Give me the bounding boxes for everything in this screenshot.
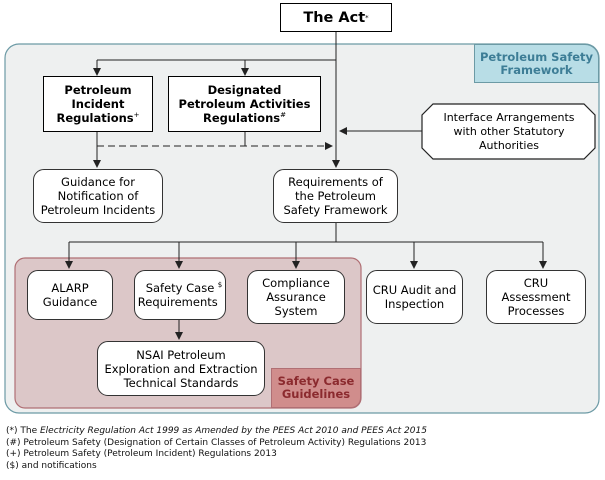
safety-case-requirements-text: Safety Case Requirements$ (138, 281, 222, 309)
footnote-act: (*) The Electricity Regulation Act 1999 … (6, 426, 427, 438)
footnote-act-prefix: (*) The (6, 426, 40, 436)
alarp-guidance-box: ALARP Guidance (27, 270, 113, 320)
act-box: The Act* (280, 3, 392, 32)
footnote-act-text: Electricity Regulation Act 1999 as Amend… (39, 426, 427, 436)
footnotes: (*) The Electricity Regulation Act 1999 … (6, 426, 427, 472)
footnote-notifications: ($) and notifications (6, 460, 97, 471)
interface-octagon (421, 103, 596, 160)
incident-regulations-label: Petroleum Incident Regulations (56, 83, 134, 125)
guidance-notification-box: Guidance for Notification of Petroleum I… (33, 169, 163, 223)
designated-regulations-text: Designated Petroleum Activities Regulati… (179, 83, 311, 125)
incident-regulations-box: Petroleum Incident Regulations+ (43, 76, 153, 132)
designated-regulations-label: Designated Petroleum Activities Regulati… (178, 83, 311, 125)
connectors (65, 31, 547, 340)
designated-footnote-mark: # (280, 111, 286, 120)
footnote-incident: (+) Petroleum Safety (Petroleum Incident… (6, 449, 277, 459)
compliance-assurance-box: Compliance Assurance System (247, 270, 345, 324)
safety-case-footnote-mark: $ (217, 281, 223, 290)
safety-case-guidelines-label: Safety Case Guidelines (271, 368, 361, 408)
safety-case-requirements-label: Safety Case Requirements (137, 281, 218, 309)
footnote-designation: (#) Petroleum Safety (Designation of Cer… (6, 437, 427, 448)
designated-regulations-box: Designated Petroleum Activities Regulati… (168, 76, 321, 132)
incident-footnote-mark: + (133, 111, 140, 120)
framework-label: Petroleum Safety Framework (474, 44, 599, 83)
safety-case-requirements-box: Safety Case Requirements$ (134, 270, 226, 320)
act-title: The Act (303, 9, 366, 26)
incident-regulations-text: Petroleum Incident Regulations+ (56, 83, 139, 125)
cru-audit-box: CRU Audit and Inspection (366, 270, 463, 324)
cru-assessment-box: CRU Assessment Processes (486, 270, 586, 324)
requirements-box: Requirements of the Petroleum Safety Fra… (273, 169, 398, 223)
nsai-standards-box: NSAI Petroleum Exploration and Extractio… (97, 341, 265, 396)
interface-arrangements-label: Interface Arrangements with other Statut… (443, 110, 575, 152)
